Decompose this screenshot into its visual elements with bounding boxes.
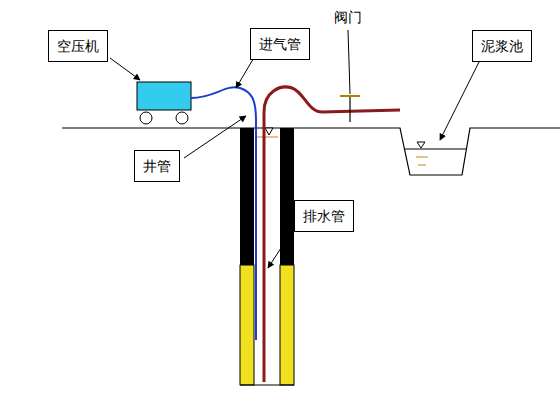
callout-box: 排水管: [294, 200, 354, 232]
air-pipe: [191, 87, 256, 340]
callout-box: 泥浆池: [472, 30, 532, 62]
callout-box: 空压机: [48, 30, 108, 62]
casing-wall: [240, 128, 254, 265]
callout-text: 进气管: [259, 35, 301, 53]
well-bottom: [240, 384, 294, 385]
well-water-level: [256, 137, 278, 138]
leader-line: [236, 56, 255, 88]
valve-stem: [349, 96, 350, 122]
wheel: [140, 112, 152, 124]
pit-dash: [416, 157, 428, 158]
callout-text: 泥浆池: [481, 37, 523, 55]
wheel: [176, 112, 188, 124]
callout-text: 排水管: [303, 207, 345, 225]
leader-line: [110, 58, 140, 80]
leader-line: [184, 116, 246, 158]
callout-box: 井管: [134, 150, 180, 182]
filter-section: [280, 265, 294, 385]
drain-pipe: [264, 87, 400, 382]
leader-line: [440, 60, 480, 140]
filter-section: [240, 265, 254, 385]
casing-wall: [280, 128, 294, 265]
leader-line: [268, 225, 296, 268]
valve-handle: [340, 95, 360, 97]
water-mark: [265, 128, 273, 135]
callout-text: 井管: [143, 157, 171, 175]
leader-line: [348, 30, 350, 94]
pit-dash: [418, 165, 426, 166]
part-label: 阀门: [334, 8, 362, 26]
pit-water-level: [405, 149, 466, 150]
water-mark: [417, 142, 425, 148]
callout-box: 进气管: [250, 28, 310, 60]
callout-text: 空压机: [57, 37, 99, 55]
compressor-body: [137, 82, 191, 110]
